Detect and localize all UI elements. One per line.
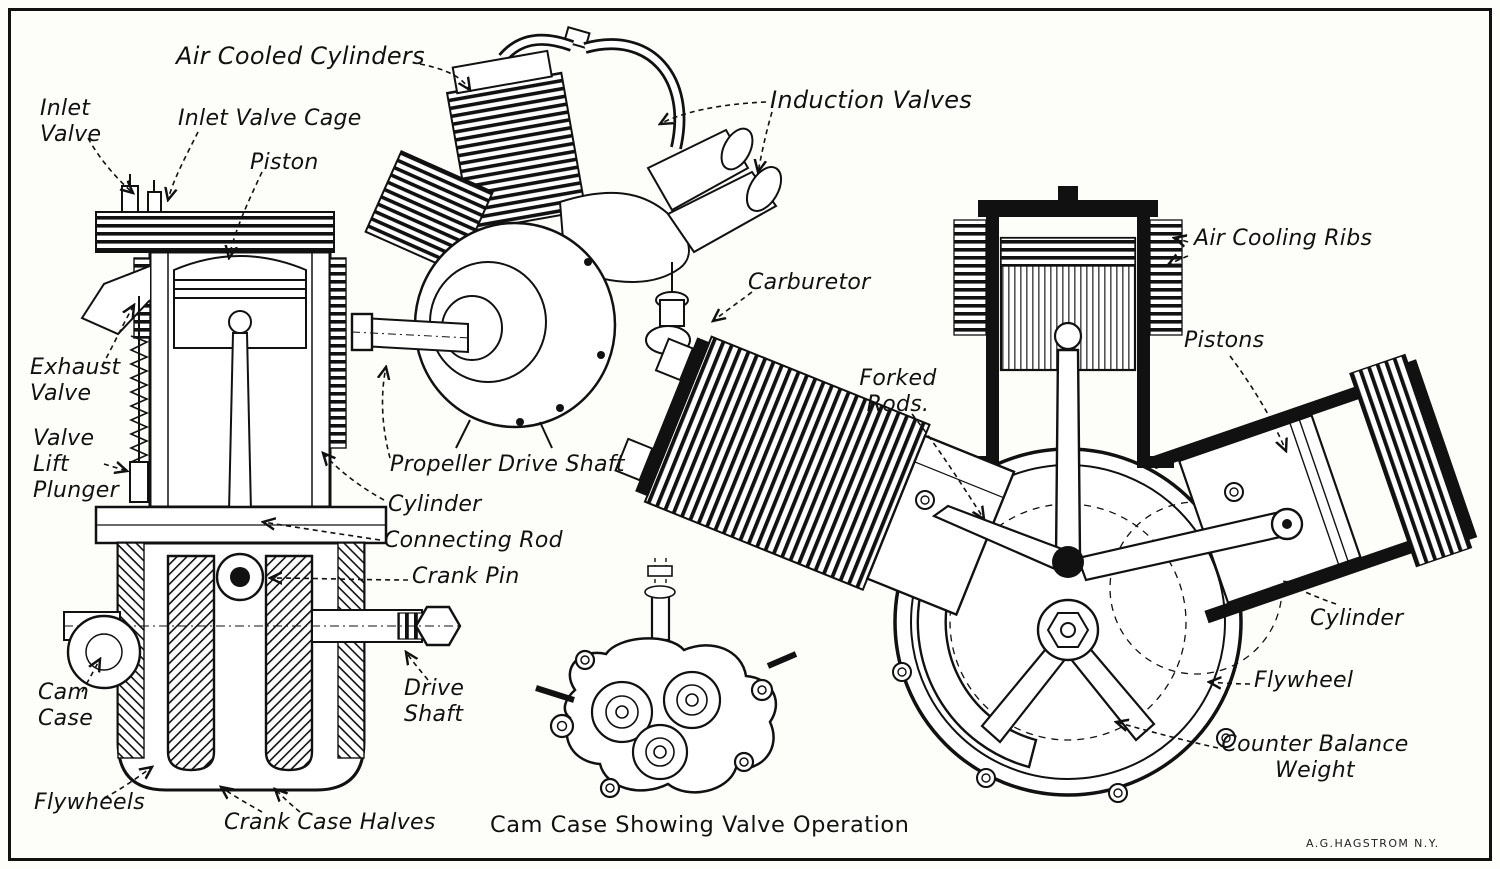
crank-pin-right-engine xyxy=(1052,546,1084,578)
label-valve-lift-plunger: Valve Lift Plunger xyxy=(33,426,119,503)
cam-case-part xyxy=(66,614,142,690)
artist-credit: A.G.HAGSTROM N.Y. xyxy=(1306,837,1440,850)
carburetor-part xyxy=(659,299,685,327)
v-engine-section-drawing xyxy=(614,186,1478,803)
cam-gear-right xyxy=(662,670,722,730)
label-cam-case: Cam Case xyxy=(38,680,94,731)
cam-case-drawing xyxy=(535,558,798,799)
label-air-cooling-ribs: Air Cooling Ribs xyxy=(1194,226,1373,251)
label-forked-rods: Forked Rods. xyxy=(859,366,937,417)
label-air-cooled-cylinders: Air Cooled Cylinders xyxy=(176,42,425,70)
label-cylinder-left: Cylinder xyxy=(388,492,482,517)
label-drive-shaft: Drive Shaft xyxy=(404,676,465,727)
leader-lines xyxy=(81,63,1337,813)
label-flywheel: Flywheel xyxy=(1254,668,1354,693)
crank-pin-part xyxy=(230,567,250,587)
label-inlet-valve-cage: Inlet Valve Cage xyxy=(178,106,362,131)
label-crank-case-halves: Crank Case Halves xyxy=(224,810,436,835)
cam-gear-bottom xyxy=(631,723,689,781)
label-inlet-valve: Inlet Valve xyxy=(40,96,102,147)
label-connecting-rod: Connecting Rod xyxy=(384,528,563,553)
label-carburetor: Carburetor xyxy=(748,270,871,295)
label-propeller-drive-shaft: Propeller Drive Shaft xyxy=(390,452,625,477)
label-flywheels: Flywheels xyxy=(34,790,146,815)
flywheel-disc-right xyxy=(264,554,314,772)
flywheel-disc-left xyxy=(166,554,216,772)
single-cylinder-section-drawing xyxy=(63,174,462,792)
label-exhaust-valve: Exhaust Valve xyxy=(30,355,121,406)
valve-spring xyxy=(129,335,149,463)
air-cooling-ribs-left xyxy=(953,219,987,336)
label-counter-balance-weight: Counter Balance Weight xyxy=(1221,732,1409,783)
label-cylinder-right: Cylinder xyxy=(1310,606,1404,631)
cam-case-caption: Cam Case Showing Valve Operation xyxy=(490,812,910,838)
cam-gear-left xyxy=(590,680,654,744)
label-piston: Piston xyxy=(250,150,319,175)
label-induction-valves: Induction Valves xyxy=(770,86,973,114)
label-crank-pin: Crank Pin xyxy=(412,564,520,589)
valve-lift-plunger-part xyxy=(129,461,149,503)
label-pistons: Pistons xyxy=(1184,328,1265,353)
cylinder-head-fins xyxy=(95,211,335,253)
figure-border xyxy=(8,8,1492,861)
v-twin-perspective-drawing xyxy=(350,26,783,449)
